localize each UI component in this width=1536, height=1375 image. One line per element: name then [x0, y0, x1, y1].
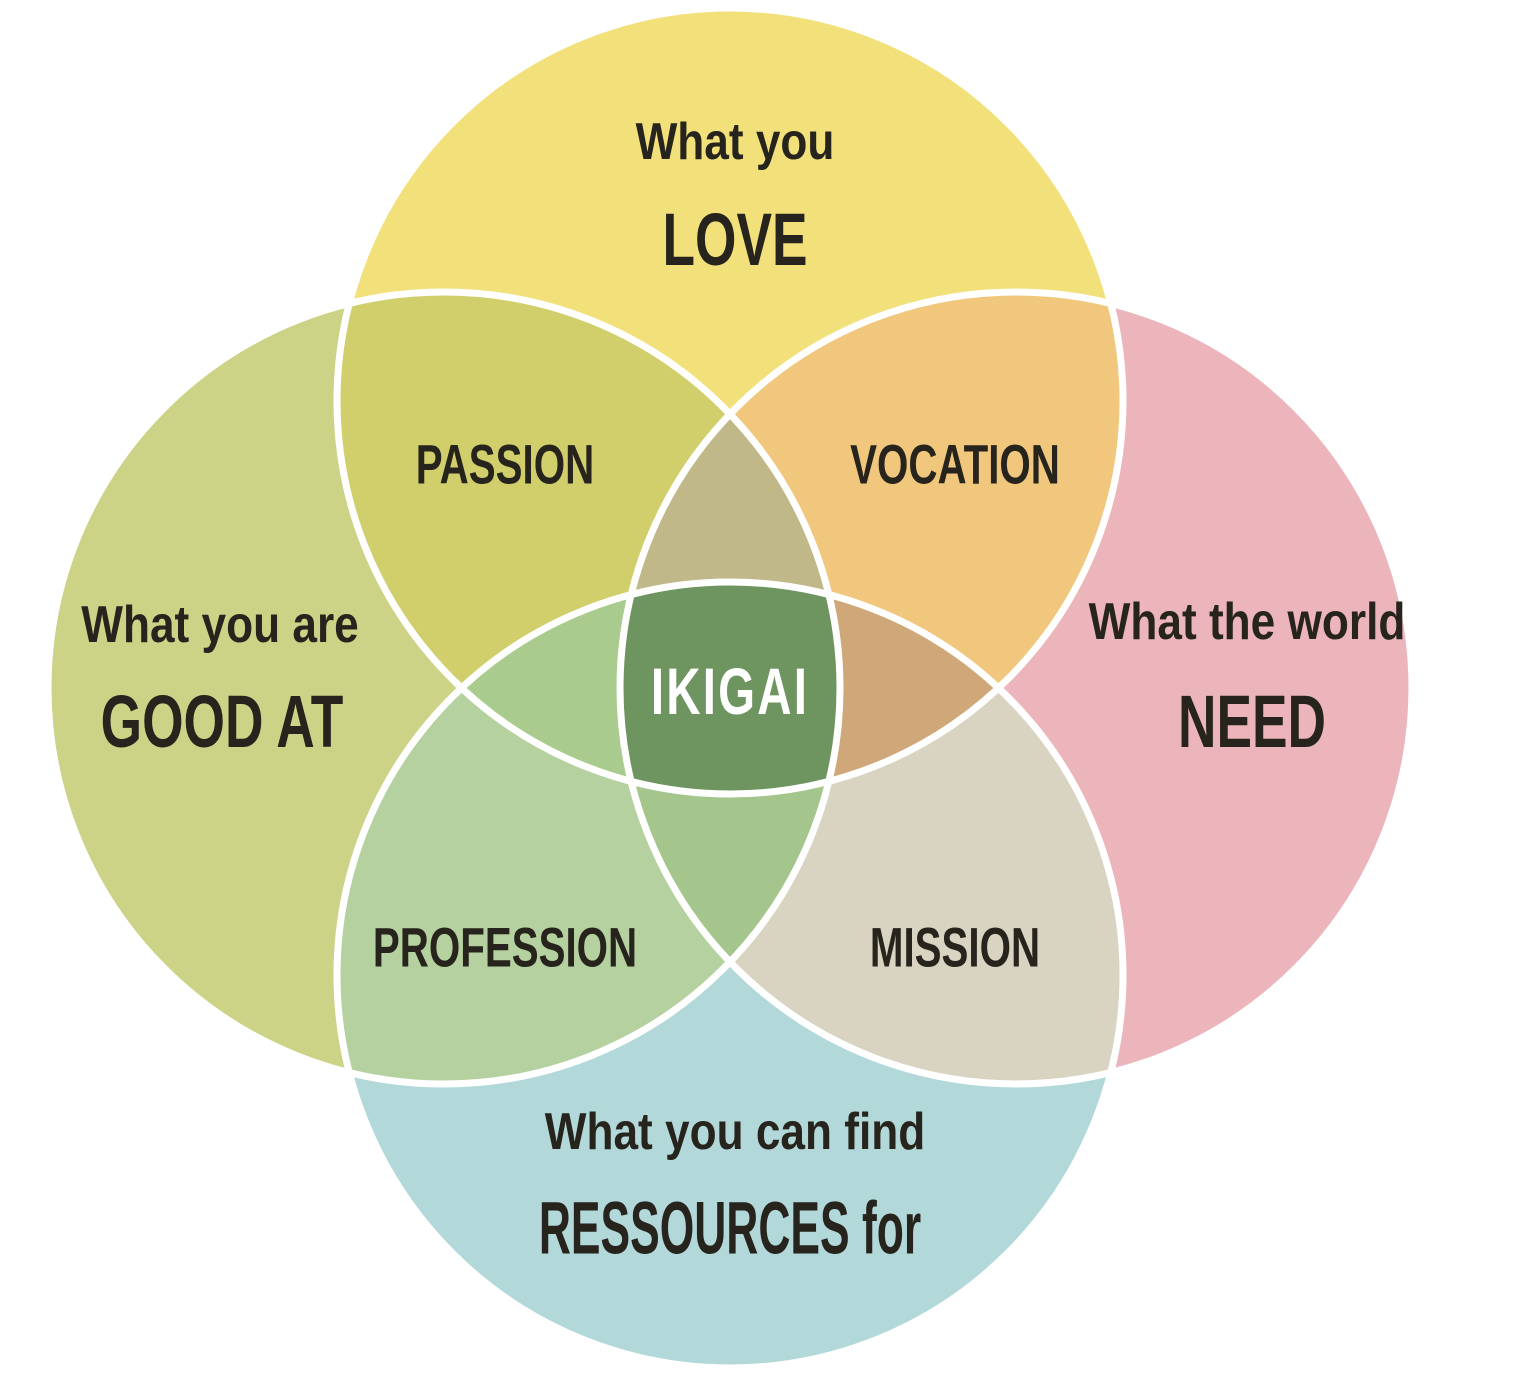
love-circle-title: LOVE [662, 199, 807, 282]
resources-circle-outline [333, 578, 1127, 1372]
circle-outlines [44, 4, 1416, 1372]
resources-circle-title: RESSOURCES for [539, 1187, 921, 1269]
mission-label: MISSION [870, 917, 1040, 979]
profession-label: PROFESSION [373, 917, 637, 979]
vocation-label: VOCATION [850, 434, 1060, 496]
good-at-circle-title: GOOD AT [101, 681, 344, 764]
good-at-circle-outline [44, 288, 844, 1088]
need-circle-title: NEED [1178, 681, 1326, 764]
need-circle-outline [616, 288, 1416, 1088]
love-circle-subtitle: What you [636, 113, 835, 171]
need-circle-subtitle: What the world [1089, 593, 1406, 651]
love-circle-outline [333, 4, 1127, 798]
good-at-circle-subtitle: What you are [81, 596, 358, 654]
resources-circle-subtitle: What you can find [545, 1103, 926, 1161]
ikigai-center-label: IKIGAI [651, 655, 809, 728]
passion-label: PASSION [416, 434, 594, 496]
